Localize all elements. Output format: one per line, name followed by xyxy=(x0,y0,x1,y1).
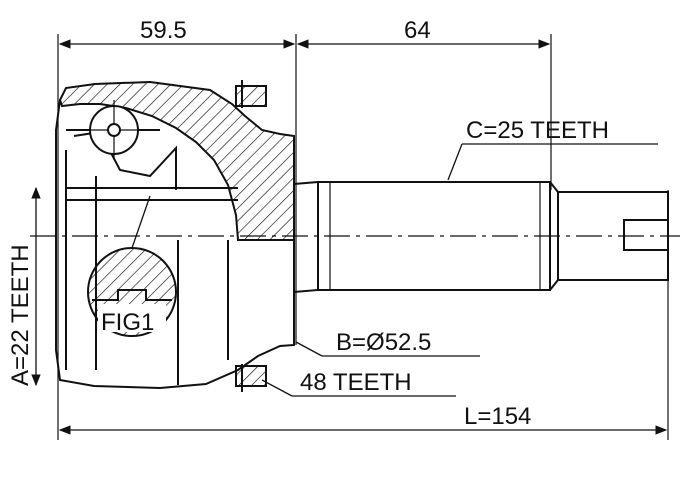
fig1-callout xyxy=(87,195,177,337)
abs-teeth-label: 48 TEETH xyxy=(300,369,412,396)
ball-element xyxy=(84,100,144,160)
dimension-lines xyxy=(31,39,668,435)
spline-a-label: A=22 TEETH xyxy=(7,244,34,386)
fig1-label: FIG1 xyxy=(101,309,154,336)
bore-b-label: B=Ø52.5 xyxy=(336,329,431,356)
leader-c xyxy=(447,143,463,181)
leader-b xyxy=(295,341,323,357)
dim-59-5-label: 59.5 xyxy=(140,17,187,44)
leader-lines xyxy=(261,143,658,397)
dim-64-label: 64 xyxy=(404,17,431,44)
leader-48 xyxy=(261,379,293,397)
abs-ring xyxy=(235,80,267,392)
stub-shaft xyxy=(293,180,669,293)
spline-c-label: C=25 TEETH xyxy=(466,117,609,144)
total-length-label: L=154 xyxy=(464,403,531,430)
